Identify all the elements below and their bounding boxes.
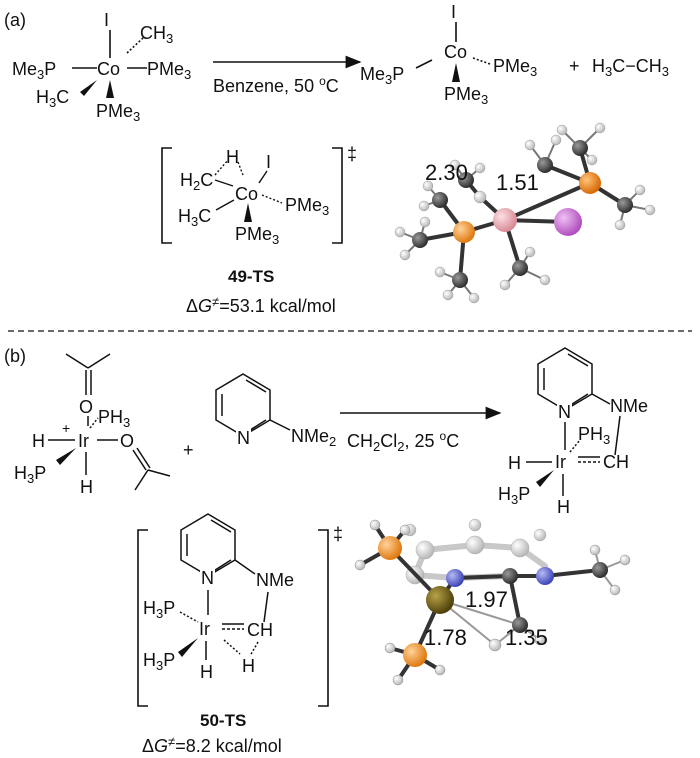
ts-49-distance-1: 2.30 xyxy=(425,160,468,185)
reactant-b-h-left: H xyxy=(32,431,45,451)
ts-49-h3c: H3C xyxy=(178,206,211,229)
ts-49-atom-i xyxy=(554,208,582,236)
ts-50-h-bridge: H xyxy=(242,656,255,676)
ts-50-structure: ‡ N NMe H3P Ir CH H3P H H xyxy=(137,513,343,707)
product-b-n-pyridine: N xyxy=(558,402,571,422)
reactant-a-ligand-ch3: CH3 xyxy=(140,23,173,46)
reactant-b-h-bottom: H xyxy=(80,477,93,497)
byproduct-ethane: H3C−CH3 xyxy=(592,56,669,79)
conditions-b: CH2Cl2, 25 oC xyxy=(347,429,459,454)
reactant-b-h3p: H3P xyxy=(14,463,46,486)
ts-49-i: I xyxy=(266,152,271,172)
reactant-a-ligand-h3c: H3C xyxy=(36,87,69,110)
panel-a: (a) I CH3 Me3P Co PMe3 H3C PMe3 Benzene,… xyxy=(4,2,669,316)
ts-50-nme: NMe xyxy=(256,570,294,590)
reactant-b-nme2: NMe2 xyxy=(291,426,336,449)
product-a-ligand-pme3-bottom: PMe3 xyxy=(444,84,488,107)
ts-50-h3p-bottom: H3P xyxy=(143,650,175,673)
ts-49-structure: ‡ H H2C I Co PMe3 H3C PMe3 xyxy=(161,144,357,247)
product-b-ph3: PH3 xyxy=(578,424,610,447)
ts-49-atom-co xyxy=(493,208,517,232)
ts-49-h2c: H2C xyxy=(180,170,213,193)
ts-49-atom-p-right xyxy=(579,172,601,194)
conditions-a: Benzene, 50 oC xyxy=(213,74,339,96)
product-b-nme: NMe xyxy=(610,396,648,416)
reactant-b-charge: + xyxy=(62,420,70,436)
ts-50-distance-1: 1.97 xyxy=(465,587,508,612)
ts-49-pme3-right: PMe3 xyxy=(285,195,329,218)
ts-50-ch: CH xyxy=(247,620,273,640)
ts-50-h3p-top: H3P xyxy=(143,598,175,621)
ts-49-distance-2: 1.51 xyxy=(496,170,539,195)
ts-50-atom-p-top xyxy=(378,536,402,560)
ts-49-3d-model: 2.30 1.51 xyxy=(394,122,656,304)
reactant-a-ligand-i: I xyxy=(104,10,109,30)
plus-b: + xyxy=(183,440,194,460)
ts-49-energy: ΔG≠=53.1 kcal/mol xyxy=(186,294,336,316)
reactant-a-ligand-pme3-bottom: PMe3 xyxy=(96,101,140,124)
reactant-b-metal-ir: Ir xyxy=(78,431,89,451)
ts-50-atom-n-ring xyxy=(446,569,464,587)
ts-50-n-pyridine: N xyxy=(201,568,214,588)
reactant-a-metal-co: Co xyxy=(97,59,120,79)
ts-49-metal-co: Co xyxy=(235,184,258,204)
plus-a: + xyxy=(569,56,580,76)
ts-50-dagger: ‡ xyxy=(333,524,343,544)
panel-b-product: N NMe PH3 Ir CH H H3P H xyxy=(498,347,648,517)
ts-50-3d-model: 1.97 1.78 1.35 xyxy=(354,518,631,686)
ts-50-atom-ir xyxy=(426,586,454,614)
product-a-metal-co: Co xyxy=(444,42,467,62)
ts-49-label: 49-TS xyxy=(228,267,274,286)
panel-b: (b) O PH3 + Ir H H3P H O + xyxy=(4,346,648,756)
ts-50-atom-n-amine xyxy=(536,567,554,585)
panel-a-reactant: I CH3 Me3P Co PMe3 H3C PMe3 xyxy=(12,10,191,124)
ts-50-atom-p-bottom xyxy=(403,643,427,667)
panel-b-reactant-pyridine: N NMe2 xyxy=(215,373,336,449)
ts-49-atom-p-left xyxy=(453,221,475,243)
product-b-h-left: H xyxy=(508,453,521,473)
panel-b-label: (b) xyxy=(4,346,26,366)
panel-a-label: (a) xyxy=(4,10,26,30)
ts-50-h-bottom: H xyxy=(200,662,213,682)
reactant-b-o-top: O xyxy=(79,397,93,417)
reactant-b-ph3: PH3 xyxy=(98,407,130,430)
reactant-a-ligand-me3p: Me3P xyxy=(12,59,56,82)
ts-49-pme3-bottom: PMe3 xyxy=(235,224,279,247)
product-a-ligand-pme3-right: PMe3 xyxy=(493,56,537,79)
product-b-ch: CH xyxy=(603,452,629,472)
product-b-h-bottom: H xyxy=(557,497,570,517)
product-b-metal-ir: Ir xyxy=(555,452,566,472)
ts-50-metal-ir: Ir xyxy=(199,619,210,639)
ts-50-label: 50-TS xyxy=(200,711,246,730)
ts-50-distance-2: 1.78 xyxy=(424,625,467,650)
product-b-h3p: H3P xyxy=(498,484,530,507)
reactant-a-ligand-pme3-right: PMe3 xyxy=(147,59,191,82)
product-a-ligand-me3p: Me3P xyxy=(360,64,404,87)
product-a-ligand-i: I xyxy=(451,2,456,22)
ts-50-distance-3: 1.35 xyxy=(505,625,548,650)
pyridine-n: N xyxy=(237,428,250,448)
reactant-b-o-right: O xyxy=(120,431,134,451)
ts-49-h: H xyxy=(226,147,239,167)
ts-49-dagger: ‡ xyxy=(347,144,357,164)
panel-a-product: I Co Me3P PMe3 PMe3 xyxy=(360,2,537,107)
panel-b-reactant-ir: O PH3 + Ir H H3P H O xyxy=(14,353,171,497)
ts-50-energy: ΔG≠=8.2 kcal/mol xyxy=(142,734,282,756)
